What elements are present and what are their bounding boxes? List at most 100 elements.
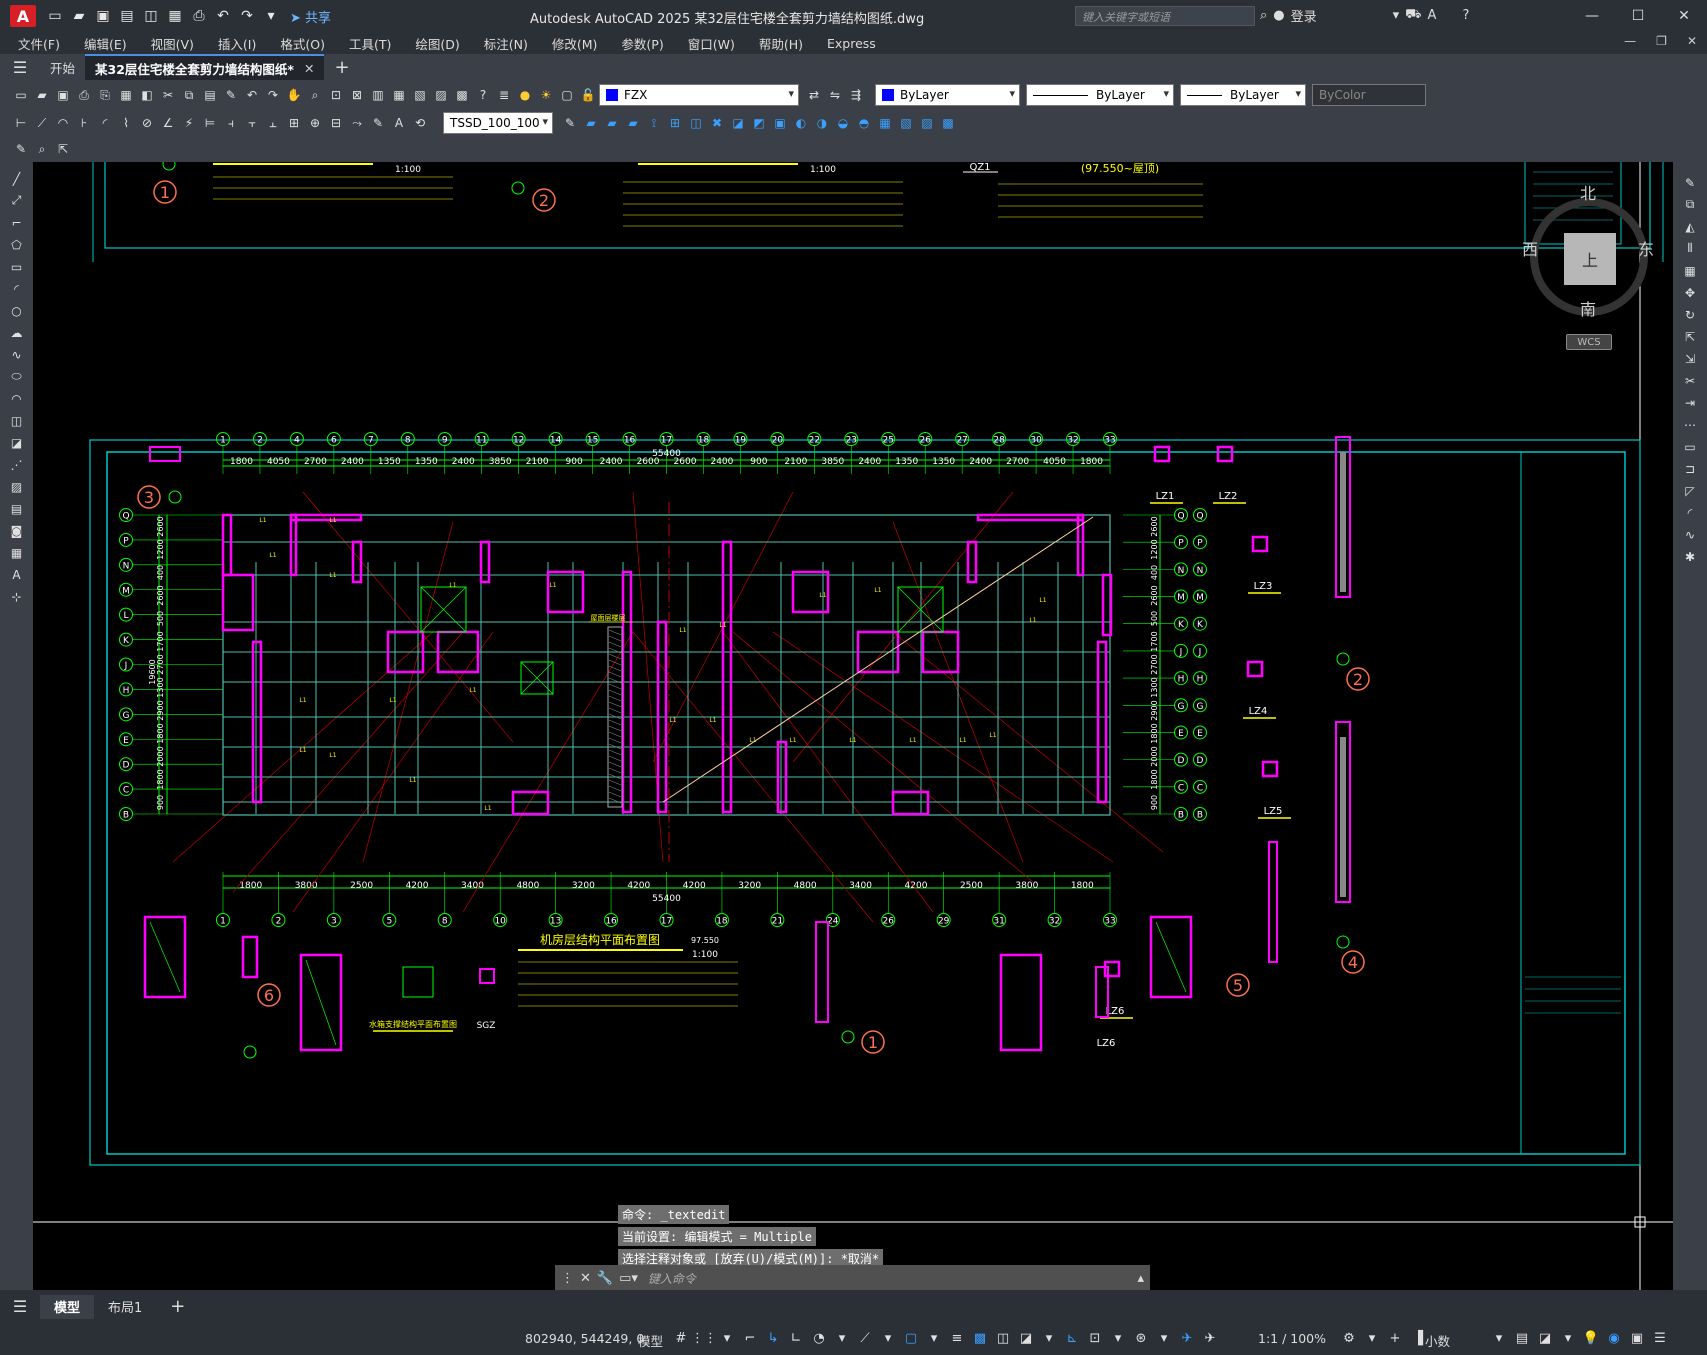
dim-edit-icon[interactable]: ✎ xyxy=(372,116,384,130)
wcs-menu[interactable]: WCS xyxy=(1566,334,1612,350)
array-icon[interactable]: ▦ xyxy=(1684,263,1696,278)
close-icon[interactable]: ✕ xyxy=(580,1270,591,1286)
polygon-icon[interactable]: ⬠ xyxy=(11,237,22,252)
material-icon[interactable]: ◒ xyxy=(837,116,849,130)
snap-icon[interactable]: ⋮⋮ xyxy=(691,1330,717,1346)
menu-dimension[interactable]: 标注(N) xyxy=(483,36,528,52)
motion-icon[interactable]: ▩ xyxy=(942,116,954,130)
menu-modify[interactable]: 修改(M) xyxy=(551,36,598,52)
rotate-icon[interactable]: ↻ xyxy=(1684,307,1696,322)
chevron-down-icon[interactable]: ▾ xyxy=(1564,1330,1572,1346)
angular-dim-icon[interactable]: ∠ xyxy=(162,116,174,130)
undo-icon[interactable]: ↶ xyxy=(217,8,229,24)
chevron-down-icon[interactable]: ▾ xyxy=(723,1330,731,1346)
workspace-gear-icon[interactable]: ⚙ xyxy=(1343,1330,1355,1346)
cart-icon[interactable]: ⛟ xyxy=(1405,7,1422,22)
menu-icon[interactable]: ☰ xyxy=(12,57,28,77)
lineweight-icon[interactable]: ≡ xyxy=(951,1330,963,1346)
hatch-icon[interactable]: ▨ xyxy=(10,479,23,494)
new-icon[interactable]: ▭ xyxy=(15,88,27,102)
jogged-linear-icon[interactable]: ⤳ xyxy=(352,115,362,130)
lineweight-dropdown[interactable]: ByLayer xyxy=(1180,84,1306,106)
camera-icon[interactable]: ▦ xyxy=(879,116,891,130)
pan-icon[interactable]: ✋ xyxy=(286,88,302,102)
baseline-dim-icon[interactable]: ⊨ xyxy=(204,116,216,130)
tab-model[interactable]: 模型 xyxy=(40,1294,95,1319)
tolerance-icon[interactable]: ⊞ xyxy=(288,116,300,130)
blend-icon[interactable]: ∿ xyxy=(1684,527,1696,542)
arc-icon[interactable]: ◜ xyxy=(14,281,19,296)
region-icon[interactable]: ◙ xyxy=(10,523,23,538)
image-icon[interactable]: ◩ xyxy=(753,116,765,130)
annotation-visibility-icon[interactable]: ✈ xyxy=(1181,1330,1193,1346)
new-icon[interactable]: ▭ xyxy=(48,8,62,24)
chamfer-icon[interactable]: ◸ xyxy=(1685,483,1695,498)
point-icon[interactable]: ⋰ xyxy=(10,457,23,472)
inspection-icon[interactable]: ⊟ xyxy=(330,116,342,130)
radius-dim-icon[interactable]: ◜ xyxy=(102,116,108,130)
menu-file[interactable]: 文件(F) xyxy=(18,36,60,52)
line-icon[interactable]: ╱ xyxy=(12,171,21,186)
tool-palettes-icon[interactable]: ▧ xyxy=(414,88,426,102)
jogged-dim-icon[interactable]: ⌇ xyxy=(123,116,129,130)
layout-menu-icon[interactable]: ☰ xyxy=(12,1297,28,1316)
help-icon[interactable]: ? xyxy=(1462,8,1470,23)
clean-screen-icon[interactable]: ▣ xyxy=(1630,1330,1644,1346)
dim-break-icon[interactable]: ⫠ xyxy=(269,115,277,130)
lock-ui-icon[interactable]: ◪ xyxy=(1538,1330,1552,1346)
tab-drawing[interactable]: 某32层住宅楼全套剪力墙结构图纸* ✕ xyxy=(85,54,325,80)
light-icon[interactable]: ◓ xyxy=(858,116,870,130)
menu-draw[interactable]: 绘图(D) xyxy=(415,36,460,52)
save-as-icon[interactable]: ▤ xyxy=(120,8,134,24)
join-icon[interactable]: ⊐ xyxy=(1684,461,1696,476)
gizmo-icon[interactable]: ⊛ xyxy=(1135,1330,1147,1346)
design-center-icon[interactable]: ▦ xyxy=(393,88,405,102)
scale-icon[interactable]: ⇱ xyxy=(1684,329,1696,344)
login-button[interactable]: 登录 xyxy=(1290,10,1317,25)
save-icon[interactable]: ▣ xyxy=(96,8,110,24)
layer-properties-icon[interactable]: ≣ xyxy=(498,88,510,102)
add-selected-icon[interactable]: ⊹ xyxy=(11,589,22,604)
zoom-previous-icon[interactable]: ⊠ xyxy=(351,88,363,102)
dim-update-icon[interactable]: ⟲ xyxy=(414,116,426,130)
web-save-icon[interactable]: ◫ xyxy=(144,8,158,24)
properties-icon[interactable]: ▥ xyxy=(372,88,384,102)
chevron-down-icon[interactable]: ▾ xyxy=(838,1330,846,1346)
mtext-icon[interactable]: A xyxy=(12,567,21,582)
color-dropdown[interactable]: ByLayer xyxy=(875,84,1020,106)
diameter-dim-icon[interactable]: ⊘ xyxy=(141,116,153,130)
field-icon[interactable]: ▣ xyxy=(774,116,786,130)
ortho-icon[interactable]: ∟ xyxy=(790,1330,802,1346)
hardware-accel-icon[interactable]: ◉ xyxy=(1608,1330,1620,1346)
vp-scale-icon[interactable]: ▰ xyxy=(628,116,638,130)
customize-icon[interactable]: ☰ xyxy=(1654,1330,1666,1346)
add-layout-button[interactable]: + xyxy=(170,1296,186,1317)
match-properties-icon[interactable]: ✎ xyxy=(225,88,237,102)
menu-edit[interactable]: 编辑(E) xyxy=(83,36,127,52)
new-tab-button[interactable]: + xyxy=(334,56,350,78)
share-button[interactable]: ➤ 共享 xyxy=(290,10,332,26)
viewcube-north[interactable]: 北 xyxy=(1580,184,1597,203)
command-prompt-icon[interactable]: ▭▾ xyxy=(619,1270,638,1286)
plot-icon[interactable]: ⎙ xyxy=(193,8,205,24)
zoom-realtime-icon[interactable]: ⌕ xyxy=(311,87,319,102)
menu-tools[interactable]: 工具(T) xyxy=(348,36,392,52)
chevron-down-icon[interactable]: ▾ xyxy=(1114,1330,1122,1346)
ellipse-arc-icon[interactable]: ◠ xyxy=(11,391,22,406)
layer-previous-icon[interactable]: ⇋ xyxy=(829,88,841,102)
isolate-icon[interactable]: 💡 xyxy=(1582,1330,1600,1346)
ordinate-dim-icon[interactable]: ⊦ xyxy=(80,116,88,130)
minimize-button[interactable]: — xyxy=(1585,8,1599,24)
auto-scale-icon[interactable]: ✈ xyxy=(1204,1330,1216,1346)
break-icon[interactable]: ▭ xyxy=(1684,439,1696,454)
copy-object-icon[interactable]: ⧉ xyxy=(1685,197,1695,211)
undo-icon[interactable]: ↶ xyxy=(246,88,258,102)
open-icon[interactable]: ▰ xyxy=(37,88,47,102)
polar-icon[interactable]: ◔ xyxy=(813,1330,825,1346)
save-icon[interactable]: ▣ xyxy=(57,88,69,102)
isodraft-icon[interactable]: ⟋ xyxy=(860,1330,870,1346)
quick-properties-icon[interactable]: ▤ xyxy=(1515,1330,1529,1346)
doc-minimize-button[interactable]: — xyxy=(1624,34,1637,48)
offset-icon[interactable]: ⫴ xyxy=(1687,241,1693,255)
menu-parametric[interactable]: 参数(P) xyxy=(621,36,664,52)
